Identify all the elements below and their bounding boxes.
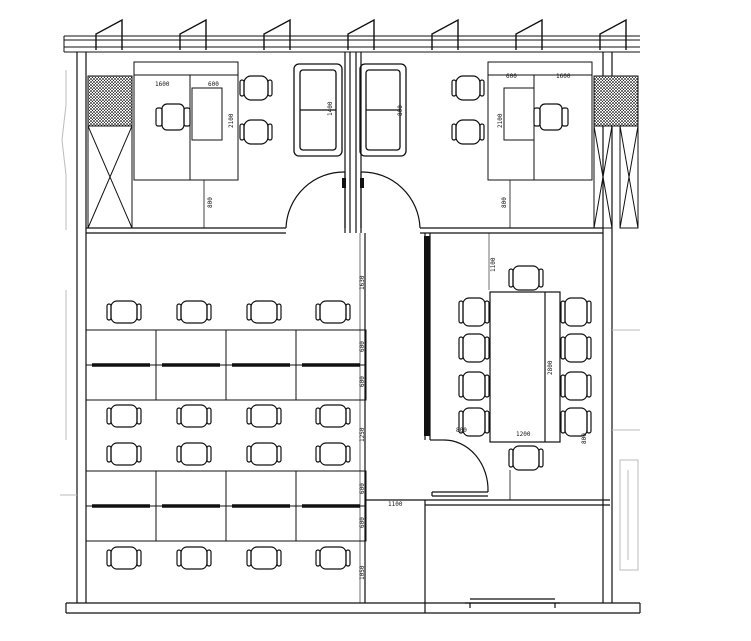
- guest-chairs-right: [451, 75, 485, 145]
- open-workstations: [85, 300, 367, 570]
- chair-icon: [315, 442, 351, 466]
- dim-manager-right-gap: 800: [501, 197, 508, 208]
- dim-sofa-left: 1400: [327, 101, 334, 116]
- chair-icon: [106, 300, 142, 324]
- dim-row-bottom: 1050: [359, 565, 366, 580]
- chair-icon: [508, 445, 544, 471]
- manager-doors: [285, 171, 421, 229]
- dim-sofa-right: 800: [397, 105, 404, 116]
- dim-manager-desk-right-depth: 2100: [497, 113, 504, 128]
- dim-meeting-door-a: 800: [456, 427, 467, 434]
- hatched-column: [87, 75, 133, 127]
- dim-meeting-door-b: 800: [581, 433, 588, 444]
- dim-meeting-top: 1100: [490, 257, 497, 272]
- chair-icon: [176, 442, 212, 466]
- dim-manager-desk-left-w: 1600: [155, 81, 170, 88]
- dim-manager-desk-left-seat: 600: [208, 81, 219, 88]
- manager-desk-right: [487, 61, 593, 181]
- dim-meeting-table-w: 1200: [516, 431, 531, 438]
- meeting-table: [489, 291, 561, 443]
- chair-icon: [458, 333, 490, 363]
- chair-icon: [560, 297, 592, 327]
- manager-desk-left: [133, 61, 239, 181]
- chair-icon: [106, 546, 142, 570]
- dim-row-d: 600: [359, 517, 366, 528]
- chair-icon: [176, 300, 212, 324]
- entry-area: [365, 499, 610, 613]
- chair-icon: [176, 404, 212, 428]
- chair-icon: [560, 333, 592, 363]
- meeting-door: [430, 439, 489, 497]
- workstation-dims: 1630 600 600 1250 600 600 1050: [359, 233, 366, 603]
- wardrobe: [87, 125, 133, 229]
- window-markers: [95, 18, 627, 50]
- chair-icon: [458, 297, 490, 327]
- exterior-marks: [60, 70, 640, 571]
- dim-row-a: 600: [359, 341, 366, 352]
- chair-icon: [315, 300, 351, 324]
- dim-entry-width: 1100: [388, 501, 403, 508]
- chair-icon: [246, 404, 282, 428]
- meeting-room: 1100 2800 1200 800 800: [430, 233, 592, 500]
- manager-office-right: 800 600 1600 2100 800: [355, 52, 639, 234]
- workstation-chairs: [106, 300, 351, 570]
- dim-row-c: 600: [359, 483, 366, 494]
- dim-manager-desk-right-w: 1600: [556, 73, 571, 80]
- chair-icon: [176, 546, 212, 570]
- manager-chair-left: [155, 103, 191, 131]
- manager-chair-right: [533, 103, 569, 131]
- manager-office-left: 1600 600 2100 800 1400: [86, 52, 351, 234]
- outer-walls: [65, 52, 641, 614]
- hatched-column-right: [593, 75, 639, 127]
- chair-icon: [315, 546, 351, 570]
- chair-icon: [246, 546, 282, 570]
- chair-icon: [458, 371, 490, 401]
- top-window-band: [63, 35, 640, 53]
- chair-icon: [246, 442, 282, 466]
- dim-manager-left-gap: 800: [207, 197, 214, 208]
- sofa-left: [293, 63, 343, 157]
- chair-icon: [508, 265, 544, 291]
- dim-row-gap: 1250: [359, 427, 366, 442]
- dim-meeting-table-len: 2800: [547, 360, 554, 375]
- chair-icon: [560, 407, 592, 437]
- chair-icon: [315, 404, 351, 428]
- chair-icon: [246, 300, 282, 324]
- chair-icon: [560, 371, 592, 401]
- chair-icon: [458, 407, 490, 437]
- chair-icon: [106, 442, 142, 466]
- door-hinges: [342, 178, 364, 188]
- sofa-right: [359, 63, 407, 157]
- chair-icon: [106, 404, 142, 428]
- corridor-walls: [364, 233, 431, 603]
- dim-corridor-top: 1630: [359, 275, 366, 290]
- dim-manager-desk-left-depth: 2100: [228, 113, 235, 128]
- guest-chairs-left: [239, 75, 273, 145]
- wardrobe-right: [593, 125, 639, 229]
- meeting-room-glass-wall: [424, 236, 430, 436]
- dim-manager-desk-right-seat: 600: [506, 73, 517, 80]
- dim-row-b: 600: [359, 376, 366, 387]
- meeting-chairs: [458, 265, 592, 471]
